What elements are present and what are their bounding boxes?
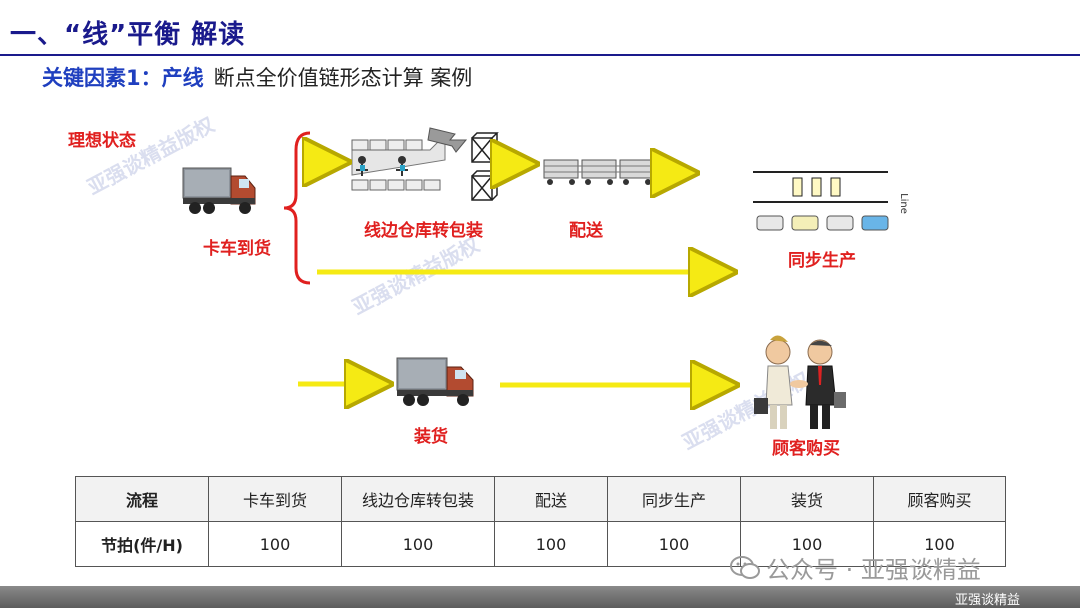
table-header-cell: 卡车到货 <box>208 476 342 522</box>
truck-icon <box>396 357 474 406</box>
table-header-cell: 线边仓库转包装 <box>341 476 495 522</box>
wechat-icon <box>730 555 760 587</box>
truck-icon <box>182 167 256 214</box>
table-header-cell: 流程 <box>75 476 209 522</box>
table-header-cell: 顾客购买 <box>873 476 1006 522</box>
subtitle-key-factor: 关键因素1：产线 <box>42 66 204 90</box>
table-header-row: 流程 卡车到货 线边仓库转包装 配送 同步生产 装货 顾客购买 <box>75 476 1006 522</box>
table-cell: 100 <box>208 521 342 567</box>
footer-bar <box>0 586 1080 608</box>
flow-diagram <box>182 127 889 429</box>
footer-text: 亚强谈精益 <box>954 593 1020 608</box>
warehouse-repack-icon <box>351 127 499 201</box>
page-title: 一、“线”平衡 解读 <box>10 20 246 50</box>
delivery-cart-icon <box>543 159 655 185</box>
loading-label: 装货 <box>414 427 448 447</box>
table-cell: 100 <box>607 521 741 567</box>
customer-purchase-label: 顾客购买 <box>772 439 840 459</box>
delivery-label: 配送 <box>569 221 603 241</box>
red-bracket <box>283 131 311 285</box>
table-header-cell: 配送 <box>494 476 608 522</box>
table-cell: 100 <box>494 521 608 567</box>
wechat-account-text: 公众号 · 亚强谈精益 <box>766 556 981 584</box>
truck-arrival-label: 卡车到货 <box>203 239 271 259</box>
subtitle: 关键因素1：产线断点全价值链形态计算 案例 <box>42 62 472 92</box>
title-underline <box>0 54 1080 56</box>
sync-production-label: 同步生产 <box>788 251 856 271</box>
production-line-icon <box>753 171 889 231</box>
table-row: 节拍(件/H) 100 100 100 100 100 100 <box>75 521 1006 567</box>
table-cell: 100 <box>873 521 1006 567</box>
warehouse-repack-label: 线边仓库转包装 <box>364 221 483 241</box>
wechat-account: 公众号 · 亚强谈精益 <box>730 550 981 587</box>
handshake-people-icon <box>754 335 846 429</box>
table-row-label: 节拍(件/H) <box>75 521 209 567</box>
table-header-cell: 同步生产 <box>607 476 741 522</box>
subtitle-description: 断点全价值链形态计算 案例 <box>213 66 473 90</box>
table-header-cell: 装货 <box>740 476 874 522</box>
ideal-state-label: 理想状态 <box>68 131 136 151</box>
table-cell: 100 <box>740 521 874 567</box>
table-cell: 100 <box>341 521 495 567</box>
takt-table: 流程 卡车到货 线边仓库转包装 配送 同步生产 装货 顾客购买 节拍(件/H) … <box>75 476 1006 567</box>
